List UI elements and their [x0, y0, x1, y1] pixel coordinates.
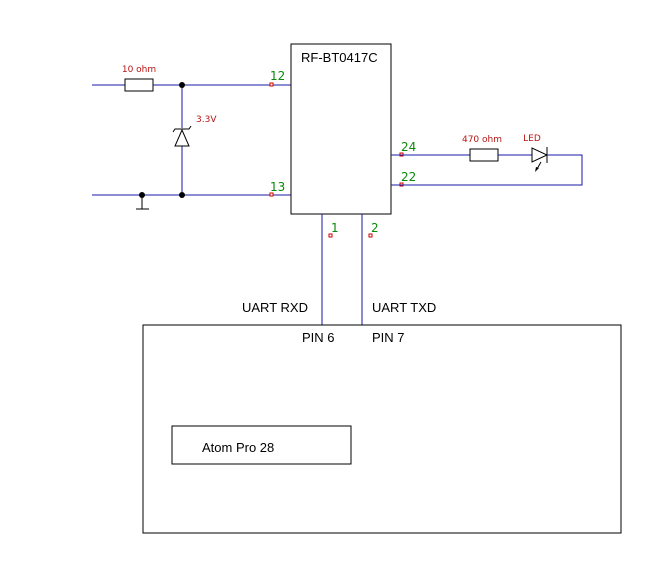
resistor-label: 10 ohm	[122, 65, 156, 75]
pin-12-marker	[269, 82, 274, 87]
pin-7-label: PIN 7	[372, 330, 405, 345]
led-resistor-label: 470 ohm	[462, 135, 502, 145]
zener-diode-symbol	[172, 125, 192, 147]
uart-rxd-label: UART RXD	[242, 300, 308, 315]
module-name: RF-BT0417C	[301, 50, 378, 65]
module-box	[290, 43, 392, 215]
led-label: LED	[523, 134, 541, 144]
pin-24-label: 24	[401, 140, 416, 154]
resistor-10ohm	[124, 78, 154, 92]
wire-led-return	[391, 154, 583, 186]
microcontroller-board: PIN 6 PIN 7 Atom Pro 28	[142, 324, 622, 534]
ground-symbol	[136, 195, 149, 210]
pin-12-label: 12	[270, 69, 285, 83]
uart-txd-label: UART TXD	[372, 300, 436, 315]
board-box	[142, 324, 622, 534]
bluetooth-module: RF-BT0417C 12 13 24 22 1 2	[269, 43, 416, 238]
pin-2-label: 2	[371, 221, 379, 235]
pin-2-marker	[368, 233, 373, 238]
mcu-label-box	[171, 425, 352, 465]
pin-22-label: 22	[401, 170, 416, 184]
resistor-470ohm	[469, 148, 499, 162]
pin-6-label: PIN 6	[302, 330, 335, 345]
power-input-section: 10 ohm 3.3V	[92, 65, 291, 210]
led-symbol	[531, 147, 549, 172]
junction-dot	[179, 82, 185, 88]
junction-dot	[179, 192, 185, 198]
led-circuit: 470 ohm LED	[391, 134, 583, 186]
pin-1-label: 1	[331, 221, 339, 235]
pin-13-marker	[269, 192, 274, 197]
uart-lines: UART RXD UART TXD	[242, 214, 436, 325]
mcu-name: Atom Pro 28	[202, 440, 274, 455]
pin-1-marker	[328, 233, 333, 238]
pin-13-label: 13	[270, 180, 285, 194]
zener-label: 3.3V	[196, 115, 217, 125]
